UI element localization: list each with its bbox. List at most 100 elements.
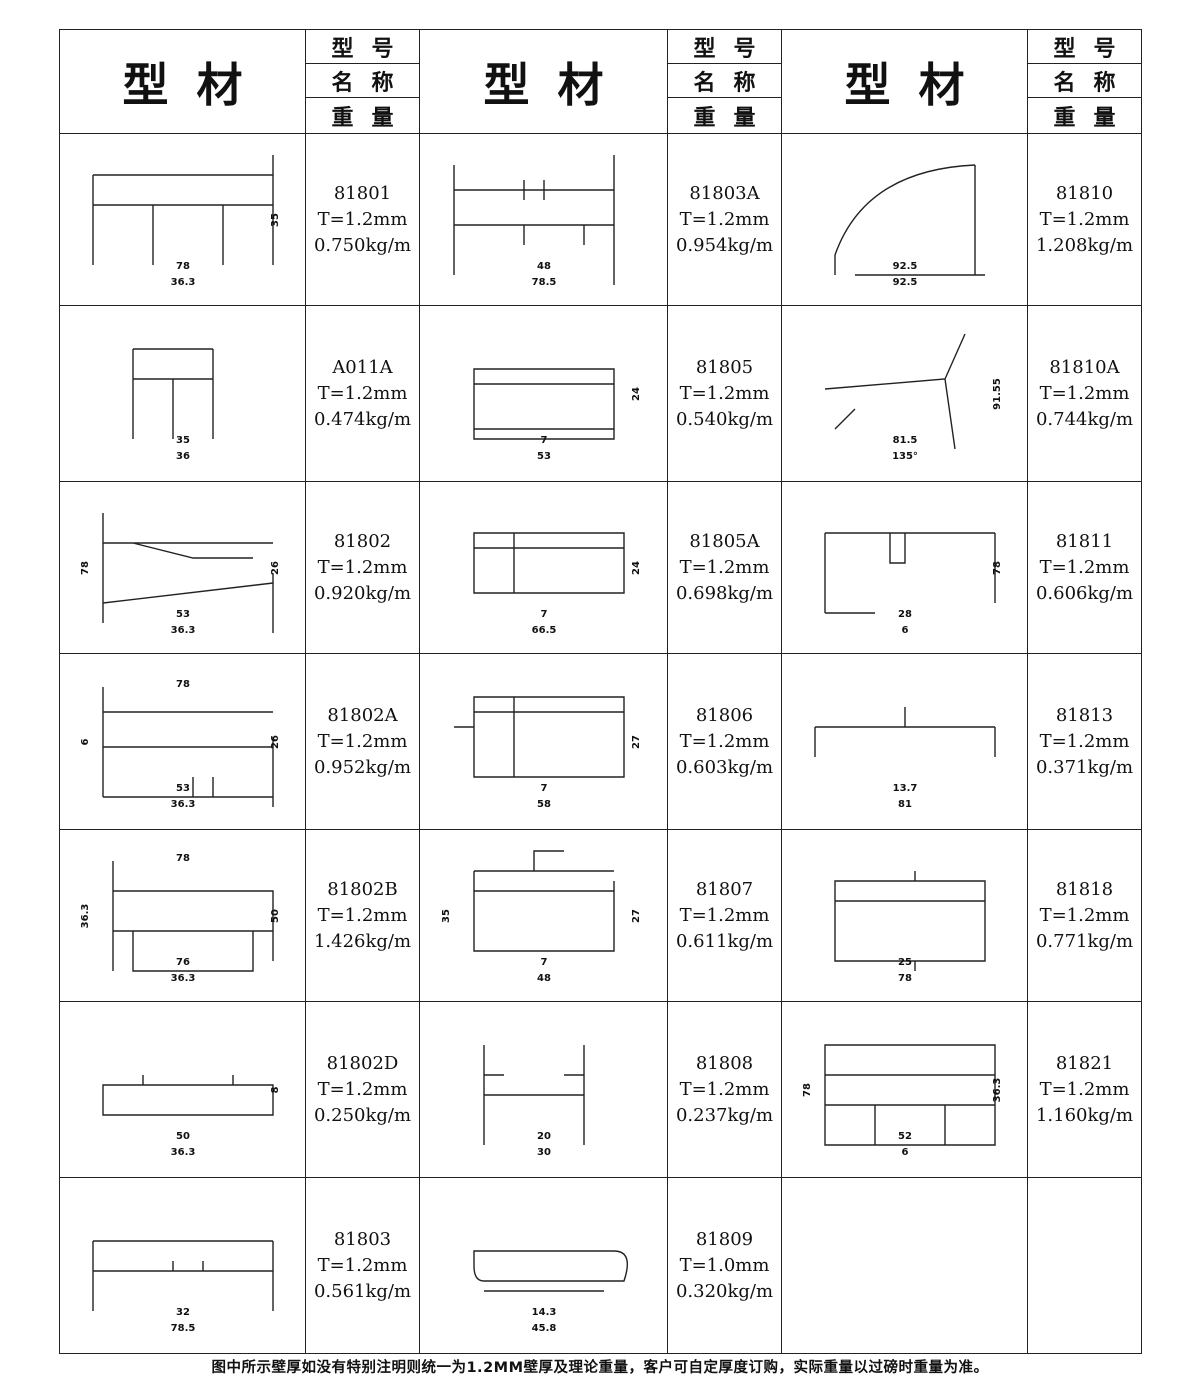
dimension-label: 36.3: [170, 973, 195, 984]
dimension-label: 7: [540, 957, 547, 968]
profile-cross-section: 92.5 92.5: [833, 163, 985, 288]
dimension-label: 78.5: [170, 1323, 195, 1334]
profile-drawing: 6 52 36.3 78: [781, 1001, 1028, 1178]
spec-model: 81818: [1055, 878, 1114, 900]
spec-model: 81808: [695, 1052, 754, 1074]
dimension-label: 92.5: [892, 261, 917, 272]
dimension-label: 76: [176, 957, 190, 968]
dimension-label: 78: [992, 561, 1003, 575]
dimension-label: 7: [540, 783, 547, 794]
dimension-label: 7: [540, 435, 547, 446]
spec-weight: 1.160kg/m: [1035, 1104, 1134, 1126]
spec-weight: 0.250kg/m: [313, 1104, 412, 1126]
dimension-label: 81.5: [892, 435, 917, 446]
spec-thickness: T=1.2mm: [317, 1254, 408, 1276]
spec-thickness: T=1.2mm: [679, 208, 770, 230]
spec-model: 81802A: [327, 704, 398, 726]
profile-cross-section: 78.532: [91, 1239, 274, 1334]
spec-model: A011A: [332, 356, 393, 378]
dimension-label: 135°: [892, 451, 918, 462]
spec-weight: 0.237kg/m: [675, 1104, 774, 1126]
spec-model: 81805A: [689, 530, 760, 552]
spec-weight: 1.208kg/m: [1035, 234, 1134, 256]
dimension-label: 20: [537, 1131, 551, 1142]
spec-thickness: T=1.2mm: [679, 904, 770, 926]
spec-model: 81802B: [327, 878, 398, 900]
dimension-label: 92.5: [892, 277, 917, 288]
header-label-model-1: 型号: [305, 29, 420, 64]
dimension-label: 52: [898, 1131, 912, 1142]
header-row: 型材 型号 型材 型号 型材 型号: [59, 29, 1142, 134]
spec-thickness: T=1.2mm: [1039, 208, 1130, 230]
spec-weight: 0.606kg/m: [1035, 582, 1134, 604]
dimension-label: 45.8: [531, 1323, 556, 1334]
dimension-label: 27: [631, 735, 642, 749]
dimension-label: 53: [537, 451, 551, 462]
spec-thickness: T=1.2mm: [1039, 556, 1130, 578]
dimension-label: 78: [802, 1083, 813, 1097]
spec-thickness: T=1.2mm: [1039, 382, 1130, 404]
spec-weight: 0.920kg/m: [313, 582, 412, 604]
spec-model: 81806: [695, 704, 754, 726]
dimension-label: 6: [901, 1147, 908, 1158]
dimension-label: 78: [176, 261, 190, 272]
spec-thickness: T=1.2mm: [1039, 1078, 1130, 1100]
spec-thickness: T=1.2mm: [679, 1078, 770, 1100]
dimension-label: 35: [176, 435, 190, 446]
dimension-label: 53: [176, 609, 190, 620]
dimension-label: 36.3: [992, 1077, 1003, 1102]
header-label-name-3: 名称: [1027, 63, 1142, 98]
spec-weight: 0.561kg/m: [313, 1280, 412, 1302]
header-label-weight-1: 重量: [305, 97, 420, 134]
dimension-label: 26: [270, 735, 281, 749]
spec-weight: 0.771kg/m: [1035, 930, 1134, 952]
spec-thickness: T=1.2mm: [679, 730, 770, 752]
spec-weight: 0.744kg/m: [1035, 408, 1134, 430]
profile-drawing: 92.5 92.5: [781, 133, 1028, 306]
spec-model: 81821: [1055, 1052, 1114, 1074]
spec-weight: 1.426kg/m: [313, 930, 412, 952]
dimension-label: 26: [270, 561, 281, 575]
dimension-label: 35: [441, 909, 452, 923]
dimension-label: 24: [631, 561, 642, 575]
profile-cross-section: 45.814.3: [472, 1249, 628, 1334]
spec-weight: 0.540kg/m: [675, 408, 774, 430]
profile-cross-section: 135°81.591.55: [824, 333, 1003, 462]
spec-weight: 0.603kg/m: [675, 756, 774, 778]
dimension-label: 6: [80, 738, 91, 745]
